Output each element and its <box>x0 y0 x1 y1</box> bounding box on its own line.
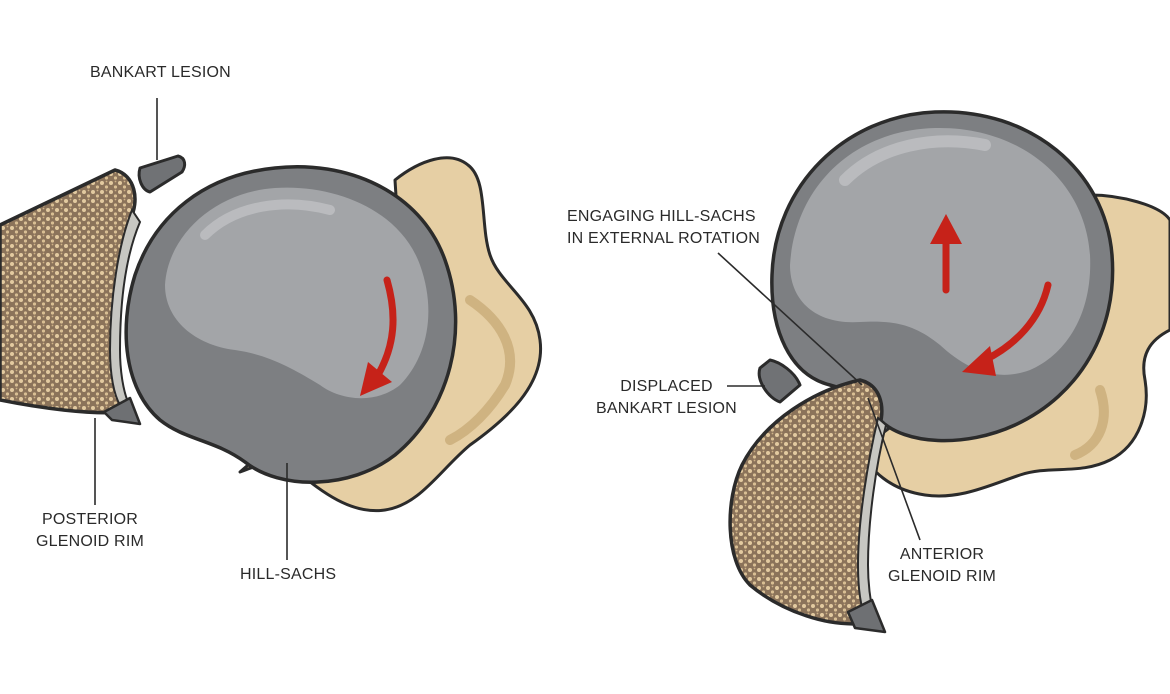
posterior-glenoid-rim-line1: POSTERIOR <box>41 511 139 528</box>
displaced-bankart-line1: DISPLACED <box>620 378 713 395</box>
posterior-glenoid-rim-line2: GLENOID RIM <box>36 533 144 550</box>
bankart-lesion-label-text: BANKART LESION <box>90 64 231 81</box>
anterior-glenoid-rim-line2: GLENOID RIM <box>888 568 996 585</box>
left-rotation-arrow <box>374 276 397 379</box>
left-posterior-rim-fragment <box>102 396 142 426</box>
left-figure-normal-engagement <box>0 98 543 560</box>
right-rotation-arrow <box>981 281 1052 364</box>
right-engaging-leader <box>717 252 863 386</box>
posterior-glenoid-rim-label: POSTERIOR GLENOID RIM <box>36 509 144 553</box>
engaging-hill-sachs-line1: ENGAGING HILL-SACHS <box>567 208 756 225</box>
right-rotation-arrowhead <box>962 346 996 376</box>
engaging-hill-sachs-label: ENGAGING HILL-SACHS IN EXTERNAL ROTATION <box>567 206 760 250</box>
engaging-hill-sachs-line2: IN EXTERNAL ROTATION <box>567 230 761 247</box>
right-displaced-bankart-fragment <box>757 358 802 404</box>
right-anterior-rim-leader <box>867 397 921 541</box>
right-humeral-head-shine <box>839 135 991 186</box>
right-anterior-rim-fragment <box>846 598 887 634</box>
anterior-glenoid-rim-label: ANTERIOR GLENOID RIM <box>888 544 996 588</box>
hill-sachs-label-text: HILL-SACHS <box>240 566 337 583</box>
displaced-bankart-line2: BANKART LESION <box>596 400 737 417</box>
hill-sachs-label: HILL-SACHS <box>240 564 336 586</box>
left-rotation-arrowhead <box>360 362 392 396</box>
anterior-glenoid-rim-line1: ANTERIOR <box>899 546 985 563</box>
bankart-lesion-label: BANKART LESION <box>90 62 231 84</box>
left-tan-shade <box>445 295 515 445</box>
right-tan-shade <box>1070 385 1109 460</box>
right-humeral-head-highlight <box>790 127 1091 375</box>
left-bankart-fragment <box>137 154 187 194</box>
right-figure-engaging <box>717 110 1170 634</box>
right-up-arrowhead <box>930 214 962 244</box>
left-humeral-head-shine <box>200 199 335 240</box>
displaced-bankart-lesion-label: DISPLACED BANKART LESION <box>596 376 737 420</box>
left-humeral-head-highlight <box>165 187 429 399</box>
